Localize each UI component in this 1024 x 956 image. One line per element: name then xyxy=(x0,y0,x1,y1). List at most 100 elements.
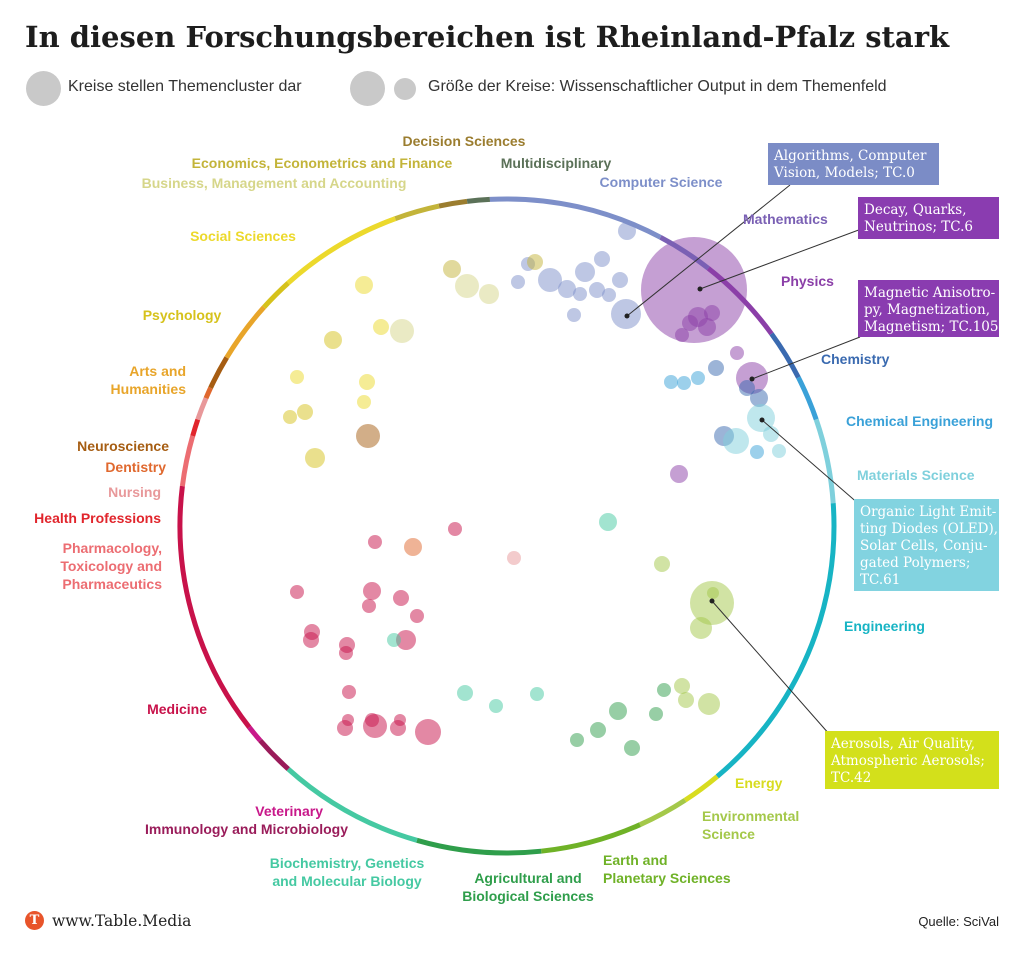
cluster-bubble-physics[interactable] xyxy=(730,346,744,360)
cluster-bubble-computer-science[interactable] xyxy=(538,268,562,292)
cluster-bubble-biochemistry[interactable] xyxy=(599,513,617,531)
cluster-bubble-agricultural[interactable] xyxy=(590,722,606,738)
category-label-line: Decision Sciences xyxy=(403,133,526,149)
cluster-bubble-physics[interactable] xyxy=(641,237,747,343)
cluster-bubble-medicine[interactable] xyxy=(342,714,354,726)
cluster-bubble-physics[interactable] xyxy=(682,315,698,331)
cluster-bubble-medicine[interactable] xyxy=(303,632,319,648)
cluster-bubble-medicine[interactable] xyxy=(448,522,462,536)
cluster-bubble-chemistry[interactable] xyxy=(750,389,768,407)
ring-arc-neuroscience xyxy=(208,356,229,389)
cluster-bubble-medicine[interactable] xyxy=(396,630,416,650)
cluster-bubble-medicine[interactable] xyxy=(394,714,406,726)
cluster-bubble-nursing[interactable] xyxy=(507,551,521,565)
category-label-line: Biological Sciences xyxy=(462,888,594,904)
cluster-bubble-computer-science[interactable] xyxy=(558,280,576,298)
cluster-bubble-medicine[interactable] xyxy=(342,685,356,699)
cluster-bubble-environmental-science[interactable] xyxy=(654,556,670,572)
legend-cluster-text: Kreise stellen Themencluster dar xyxy=(68,78,302,95)
cluster-bubble-psychology[interactable] xyxy=(283,410,297,424)
category-label-line: Neuroscience xyxy=(77,438,169,454)
cluster-bubble-biochemistry[interactable] xyxy=(530,687,544,701)
ring-arc-computer-science xyxy=(489,196,662,240)
cluster-bubble-agricultural[interactable] xyxy=(657,683,671,697)
cluster-bubble-computer-science[interactable] xyxy=(567,308,581,322)
cluster-bubble-economics[interactable] xyxy=(527,254,543,270)
category-label-multidisciplinary: Multidisciplinary xyxy=(501,155,612,171)
cluster-bubble-chemical-engineering[interactable] xyxy=(691,371,705,385)
ring-arc-immunology xyxy=(258,738,290,771)
cluster-bubble-dentistry[interactable] xyxy=(404,538,422,556)
cluster-bubble-physics[interactable] xyxy=(670,465,688,483)
cluster-bubble-neuroscience[interactable] xyxy=(356,424,380,448)
leader-dot-tc0 xyxy=(624,313,630,319)
leader-dot-tc105 xyxy=(749,376,755,382)
cluster-bubble-medicine[interactable] xyxy=(393,590,409,606)
cluster-bubble-psychology[interactable] xyxy=(324,331,342,349)
brand[interactable]: T www.Table.Media xyxy=(25,911,191,930)
cluster-bubble-physics[interactable] xyxy=(698,318,716,336)
cluster-bubble-business[interactable] xyxy=(455,274,479,298)
cluster-bubble-social-sciences[interactable] xyxy=(359,374,375,390)
cluster-bubble-computer-science[interactable] xyxy=(575,262,595,282)
cluster-bubble-materials-science[interactable] xyxy=(772,444,786,458)
cluster-bubble-medicine[interactable] xyxy=(339,646,353,660)
cluster-bubble-computer-science[interactable] xyxy=(602,288,616,302)
cluster-bubble-social-sciences[interactable] xyxy=(373,319,389,335)
cluster-bubble-medicine[interactable] xyxy=(363,582,381,600)
cluster-bubble-agricultural[interactable] xyxy=(649,707,663,721)
cluster-bubble-agricultural[interactable] xyxy=(609,702,627,720)
cluster-bubble-materials-science[interactable] xyxy=(763,426,779,442)
brand-link[interactable]: www.Table.Media xyxy=(52,911,192,930)
cluster-bubble-medicine[interactable] xyxy=(362,599,376,613)
cluster-bubble-environmental-science[interactable] xyxy=(698,693,720,715)
cluster-bubble-environmental-science[interactable] xyxy=(674,678,690,694)
cluster-bubble-medicine[interactable] xyxy=(410,609,424,623)
cluster-bubble-social-sciences[interactable] xyxy=(290,370,304,384)
cluster-bubble-biochemistry[interactable] xyxy=(489,699,503,713)
cluster-bubble-environmental-science[interactable] xyxy=(678,692,694,708)
cluster-bubble-business[interactable] xyxy=(390,319,414,343)
cluster-bubble-chemistry[interactable] xyxy=(739,380,755,396)
cluster-bubble-materials-science[interactable] xyxy=(723,428,749,454)
cluster-bubble-biochemistry[interactable] xyxy=(457,685,473,701)
ring-arc-mathematics xyxy=(659,235,710,271)
cluster-bubble-computer-science[interactable] xyxy=(594,251,610,267)
callout-line: py, Magnetization, xyxy=(864,302,991,318)
cluster-bubble-agricultural[interactable] xyxy=(570,733,584,747)
cluster-bubble-environmental-science[interactable] xyxy=(690,617,712,639)
category-label-computer-science: Computer Science xyxy=(600,174,723,190)
cluster-bubble-economics[interactable] xyxy=(443,260,461,278)
legend-size-dot-large xyxy=(350,71,385,106)
cluster-bubble-computer-science[interactable] xyxy=(618,222,636,240)
cluster-bubble-physics[interactable] xyxy=(704,305,720,321)
cluster-bubble-computer-science[interactable] xyxy=(573,287,587,301)
cluster-bubble-chemistry[interactable] xyxy=(708,360,724,376)
callout-line: Atmospheric Aerosols; xyxy=(831,753,985,769)
cluster-bubble-agricultural[interactable] xyxy=(624,740,640,756)
cluster-bubble-psychology[interactable] xyxy=(297,404,313,420)
cluster-bubble-computer-science[interactable] xyxy=(612,272,628,288)
cluster-bubble-physics[interactable] xyxy=(675,328,689,342)
cluster-bubble-business[interactable] xyxy=(479,284,499,304)
cluster-bubble-computer-science[interactable] xyxy=(589,282,605,298)
cluster-bubble-medicine[interactable] xyxy=(368,535,382,549)
cluster-bubble-medicine[interactable] xyxy=(415,719,441,745)
cluster-bubble-chemical-engineering[interactable] xyxy=(664,375,678,389)
cluster-bubble-chemical-engineering[interactable] xyxy=(677,376,691,390)
legend-size-text: Größe der Kreise: Wissenschaftlicher Out… xyxy=(428,78,887,95)
cluster-bubble-social-sciences[interactable] xyxy=(357,395,371,409)
category-ring xyxy=(177,196,837,856)
cluster-bubble-psychology[interactable] xyxy=(305,448,325,468)
cluster-bubble-computer-science[interactable] xyxy=(511,275,525,289)
cluster-bubble-social-sciences[interactable] xyxy=(355,276,373,294)
cluster-bubble-medicine[interactable] xyxy=(290,585,304,599)
cluster-bubble-biochemistry[interactable] xyxy=(387,633,401,647)
cluster-bubble-chemical-engineering[interactable] xyxy=(750,445,764,459)
callout-tc61: Organic Light Emit-ting Diodes (OLED),So… xyxy=(854,499,999,591)
cluster-bubble-medicine[interactable] xyxy=(365,713,379,727)
category-label-line: Nursing xyxy=(108,484,161,500)
category-label-line: Arts and xyxy=(129,363,186,379)
cluster-bubble-environmental-science[interactable] xyxy=(707,587,719,599)
